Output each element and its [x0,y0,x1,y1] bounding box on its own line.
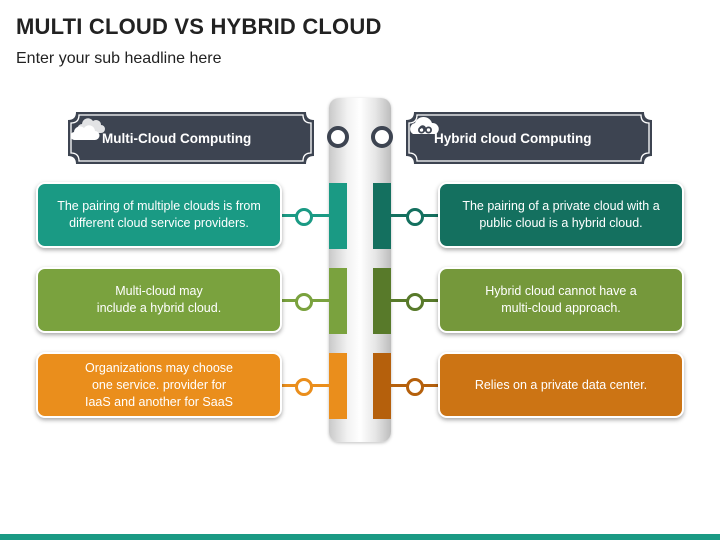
right-strip-teal [373,183,391,249]
left-strip-orange [329,353,347,419]
left-header-ring [327,126,349,148]
left-strip-green [329,268,347,334]
bottom-accent-bar [0,534,720,540]
left-strip-teal [329,183,347,249]
left-item-3: Organizations may choose one service. pr… [36,352,282,418]
right-header-banner: Hybrid cloud Computing [406,112,652,164]
cloud-link-icon [410,116,439,134]
right-knob-1 [406,208,424,226]
left-knob-1 [295,208,313,226]
right-item-2: Hybrid cloud cannot have a multi-cloud a… [438,267,684,333]
right-item-1: The pairing of a private cloud with a pu… [438,182,684,248]
page-title: MULTI CLOUD VS HYBRID CLOUD [16,14,382,39]
right-strip-green [373,268,391,334]
page-subtitle: Enter your sub headline here [16,50,222,67]
right-knob-3 [406,378,424,396]
left-item-1: The pairing of multiple clouds is from d… [36,182,282,248]
left-header-banner: Multi-Cloud Computing [68,112,314,164]
left-header-label: Multi-Cloud Computing [102,130,252,146]
right-header-ring [371,126,393,148]
right-item-3: Relies on a private data center. [438,352,684,418]
left-item-2: Multi-cloud may include a hybrid cloud. [36,267,282,333]
right-strip-orange [373,353,391,419]
left-knob-3 [295,378,313,396]
clouds-icon [70,118,105,141]
right-header-label: Hybrid cloud Computing [434,130,592,146]
left-knob-2 [295,293,313,311]
right-knob-2 [406,293,424,311]
